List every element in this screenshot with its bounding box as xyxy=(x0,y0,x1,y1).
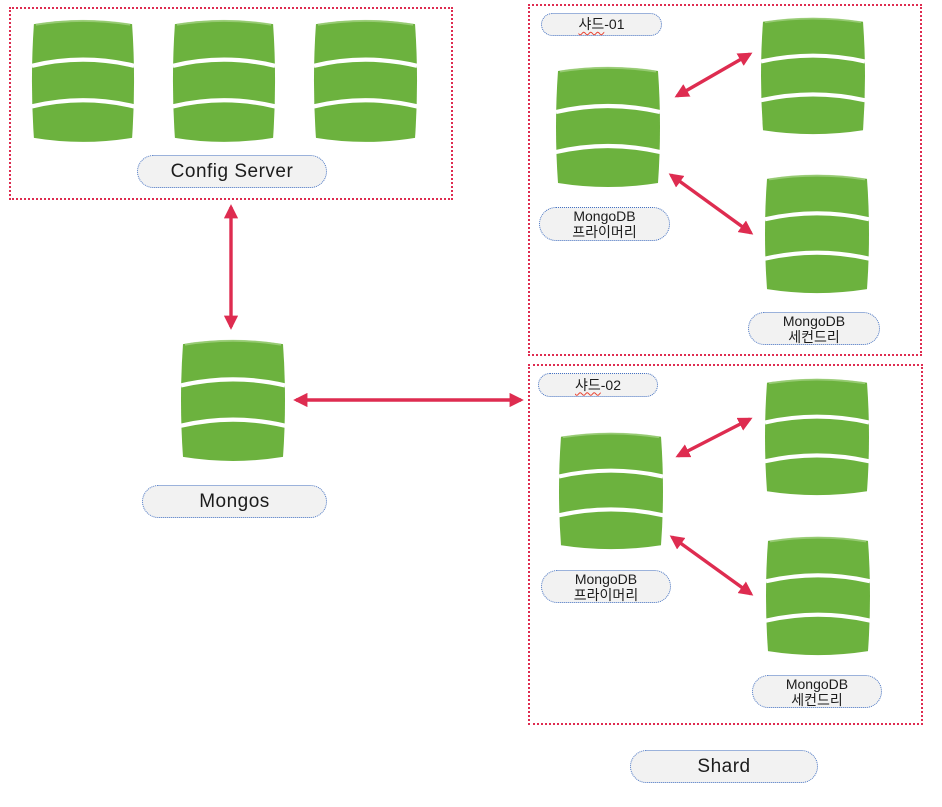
shard-01-group-box xyxy=(528,4,922,356)
shard-01-tag-suffix: -01 xyxy=(604,16,625,32)
shard-01-primary-label: MongoDB 프라이머리 xyxy=(539,207,670,241)
shard-01-secondary-database-icon-2 xyxy=(762,170,872,298)
shard-02-tag: 샤드-02 xyxy=(538,373,658,397)
mongos-database-icon xyxy=(178,335,288,466)
shard-01-secondary-label: MongoDB 세컨드리 xyxy=(748,312,880,345)
shard-01-tag: 샤드-01 xyxy=(541,13,662,36)
config-server-group-box xyxy=(9,7,453,200)
shard-01-tag-prefix: 샤드 xyxy=(578,16,605,32)
shard-01-primary-label-line2: 프라이머리 xyxy=(572,224,637,240)
mongos-label-text: Mongos xyxy=(199,490,270,512)
shard-02-primary-label: MongoDB 프라이머리 xyxy=(541,570,671,603)
shard-02-primary-label-line1: MongoDB xyxy=(574,570,638,587)
config-server-label: Config Server xyxy=(137,155,327,188)
shard-02-secondary-database-icon-2 xyxy=(763,532,873,660)
config-database-icon-3 xyxy=(311,15,420,147)
shard-02-secondary-label-line2: 세컨드리 xyxy=(791,691,843,708)
shard-01-secondary-label-line2: 세컨드리 xyxy=(788,328,840,345)
shard-02-secondary-label: MongoDB 세컨드리 xyxy=(752,675,882,708)
shard-02-secondary-label-line1: MongoDB xyxy=(785,675,849,692)
shard-01-tag-text: 샤드-01 xyxy=(579,17,625,32)
shard-01-primary-database-icon xyxy=(553,62,663,192)
shard-footer-label: Shard xyxy=(630,750,818,783)
shard-02-tag-text: 샤드-02 xyxy=(575,376,621,393)
shard-01-secondary-database-icon-1 xyxy=(758,13,868,139)
shard-02-secondary-database-icon-1 xyxy=(762,374,872,500)
shard-footer-label-text: Shard xyxy=(697,755,751,777)
shard-01-secondary-label-line1: MongoDB xyxy=(782,312,846,329)
shard-02-primary-label-line2: 프라이머리 xyxy=(573,586,639,603)
shard-02-primary-database-icon xyxy=(556,428,666,554)
config-database-icon-2 xyxy=(170,15,278,147)
shard-02-tag-prefix: 샤드 xyxy=(575,376,601,393)
shard-02-tag-suffix: -02 xyxy=(600,376,621,393)
shard-02-group-box xyxy=(528,364,923,725)
config-database-icon-1 xyxy=(29,15,137,147)
shard-01-primary-label-line1: MongoDB xyxy=(573,208,636,224)
config-server-label-text: Config Server xyxy=(170,160,294,182)
mongos-label: Mongos xyxy=(142,485,327,518)
